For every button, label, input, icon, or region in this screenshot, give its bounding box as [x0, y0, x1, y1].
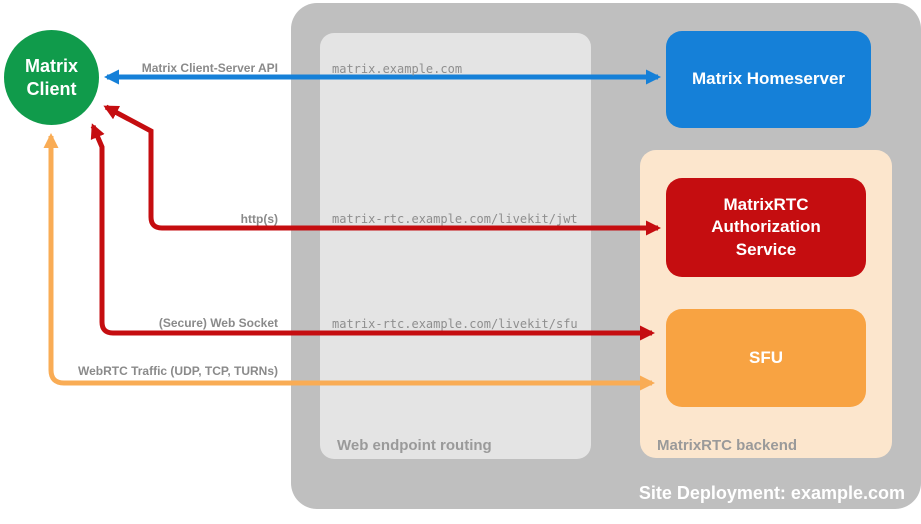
sfu-label: SFU [749, 347, 783, 367]
jwt-endpoint-url: matrix-rtc.example.com/livekit/jwt [332, 212, 578, 226]
matrixrtc-backend-caption: MatrixRTC backend [657, 437, 798, 454]
web-endpoint-routing-container [320, 33, 591, 459]
sfu-endpoint-url: matrix-rtc.example.com/livekit/sfu [332, 317, 578, 331]
http-label: http(s) [240, 212, 278, 226]
matrix-homeserver-node: Matrix Homeserver [666, 31, 871, 128]
matrix-homeserver-label: Matrix Homeserver [691, 69, 846, 89]
site-deployment-caption: Site Deployment: example.com [638, 483, 905, 503]
homeserver-endpoint-url: matrix.example.com [332, 62, 463, 76]
websocket-label: (Secure) Web Socket [158, 316, 278, 330]
matrix-client-node: Matrix Client [4, 30, 99, 125]
client-server-api-label: Matrix Client-Server API [141, 61, 278, 75]
webrtc-traffic-label: WebRTC Traffic (UDP, TCP, TURNs) [77, 364, 278, 378]
matrixrtc-auth-service-node: MatrixRTC Authorization Service [666, 178, 866, 277]
web-endpoint-routing-caption: Web endpoint routing [337, 437, 492, 454]
matrixrtc-auth-service-label: MatrixRTC Authorization Service [711, 195, 821, 259]
matrix-client-label: Matrix Client [24, 56, 78, 99]
sfu-node: SFU [666, 309, 866, 407]
